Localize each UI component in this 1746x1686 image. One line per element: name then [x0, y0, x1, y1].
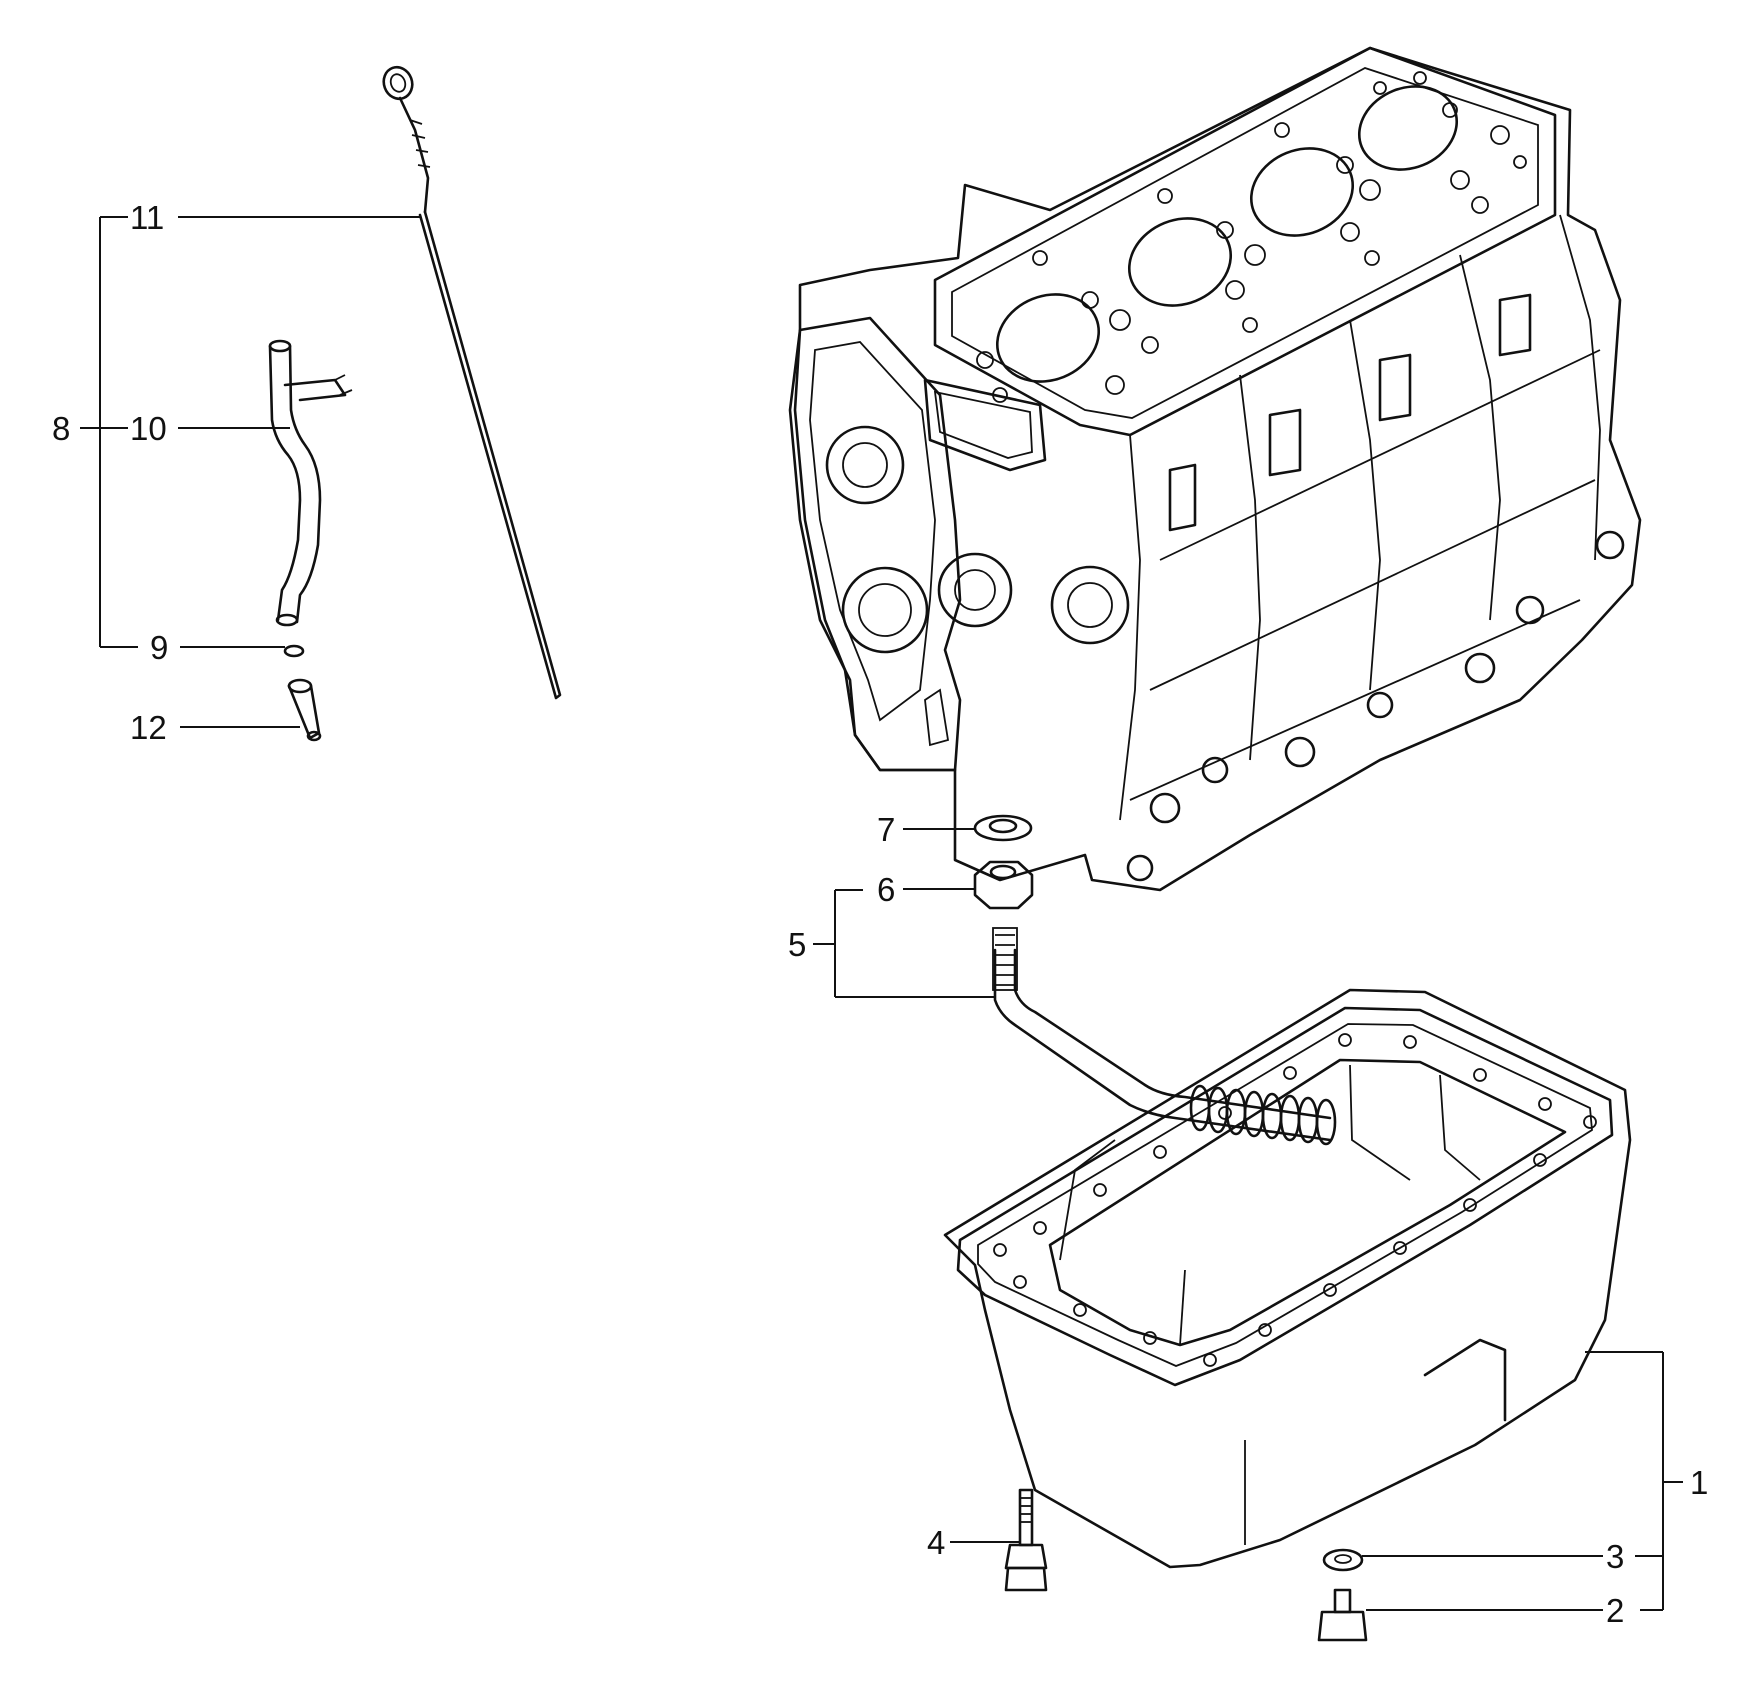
callout-6: 6 — [877, 871, 895, 908]
oil-strainer-pipe-drawing — [992, 927, 1337, 1146]
fasteners-drawing — [1004, 1488, 1368, 1642]
callout-7: 7 — [877, 811, 895, 848]
callout-12: 12 — [130, 709, 167, 746]
callout-1: 1 — [1690, 1464, 1708, 1501]
leader-lines — [80, 216, 1683, 1611]
callout-3: 3 — [1606, 1538, 1624, 1575]
callout-9: 9 — [150, 629, 168, 666]
callout-labels: 1 2 3 4 5 6 7 8 9 10 11 12 — [52, 199, 1708, 1629]
engine-block-drawing — [788, 46, 1642, 892]
callout-10: 10 — [130, 410, 167, 447]
dipstick-drawing — [382, 65, 562, 700]
callout-4: 4 — [927, 1524, 945, 1561]
dipstick-tube-drawing — [268, 339, 353, 742]
callout-8: 8 — [52, 410, 70, 447]
oil-pan-drawing — [943, 988, 1632, 1569]
nut-and-washer-drawing — [973, 814, 1034, 910]
callout-2: 2 — [1606, 1592, 1624, 1629]
callout-5: 5 — [788, 926, 806, 963]
callout-11: 11 — [130, 199, 164, 236]
